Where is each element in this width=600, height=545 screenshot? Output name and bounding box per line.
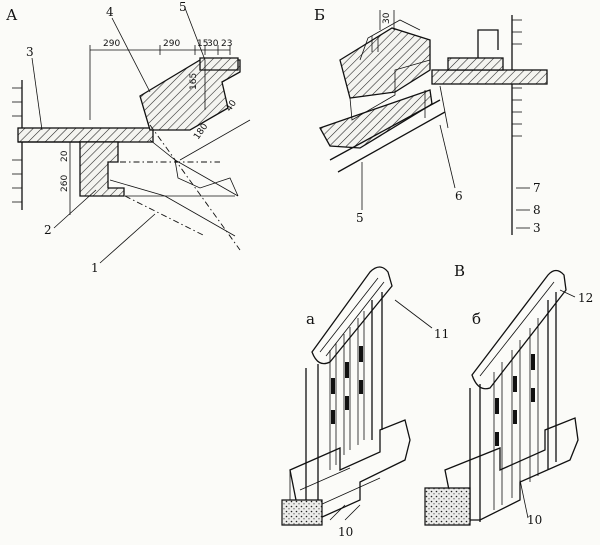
panel-va-label: а (306, 310, 315, 328)
callout-4: 4 (106, 5, 114, 19)
callout-11: 11 (434, 327, 449, 341)
callout-b-5: 5 (356, 211, 364, 225)
callout-10-b: 10 (527, 513, 542, 527)
panel-a-drawing (12, 7, 251, 264)
callout-12: 12 (578, 291, 593, 305)
dim-30: 30 (207, 39, 219, 49)
callout-2: 2 (44, 223, 52, 237)
callout-3: 3 (26, 45, 34, 59)
callout-b-3: 3 (533, 221, 541, 235)
dim-23: 23 (221, 39, 232, 49)
callout-b-7: 7 (533, 181, 541, 195)
callout-b-8: 8 (533, 203, 541, 217)
panel-b-drawing (319, 10, 548, 235)
callout-1: 1 (91, 261, 99, 275)
dim-20: 20 (60, 150, 70, 162)
panel-b-label: Б (314, 6, 325, 24)
dim-30-b: 30 (382, 12, 392, 24)
panel-va-drawing (281, 266, 433, 526)
dim-290-a: 290 (103, 39, 120, 49)
callout-b-6: 6 (455, 189, 463, 203)
dim-260: 260 (60, 175, 70, 192)
panel-vb-drawing (424, 269, 579, 526)
callout-5: 5 (179, 0, 187, 14)
panel-v-label: В (454, 262, 465, 280)
panel-a-label: А (6, 6, 18, 24)
dim-15: 15 (197, 39, 208, 49)
callout-10-a: 10 (338, 525, 353, 539)
dim-165: 165 (189, 73, 199, 90)
panel-vb-label: б (472, 310, 481, 328)
dim-290-b: 290 (163, 39, 180, 49)
